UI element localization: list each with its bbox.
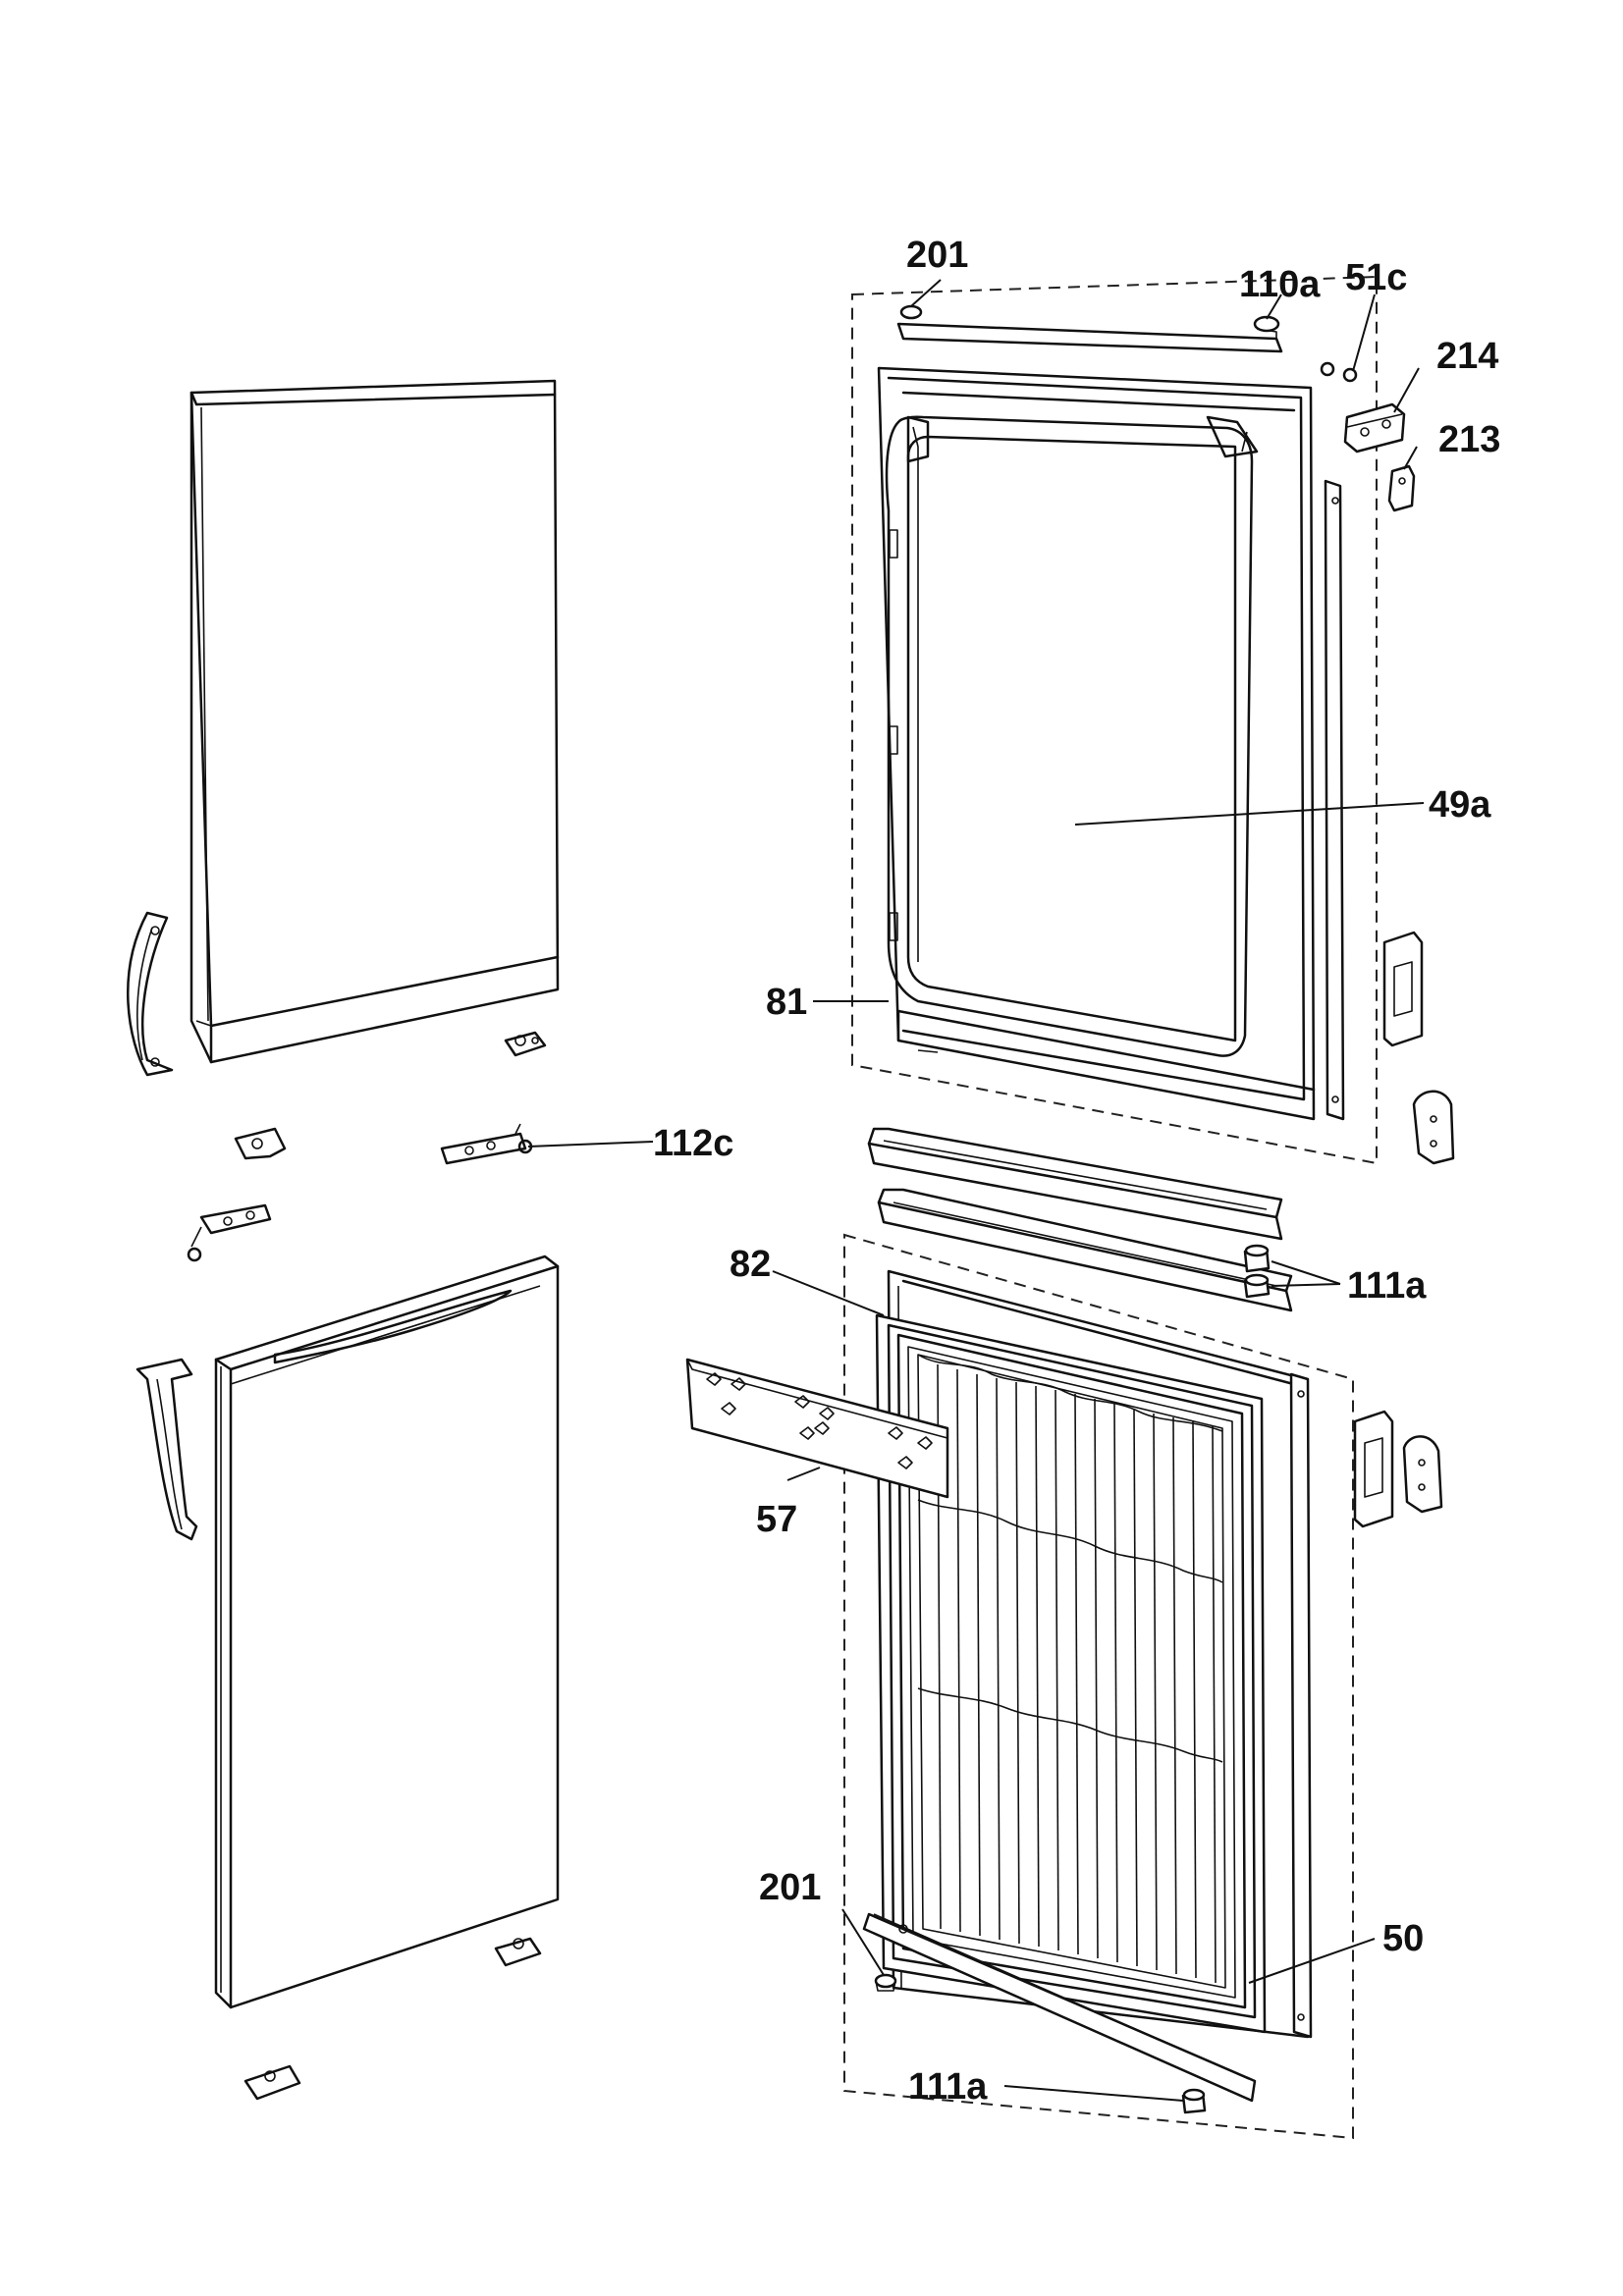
- callout-112c: 112c: [653, 1123, 733, 1164]
- shelf-clips: [706, 1372, 933, 1469]
- screws-51c: [1320, 361, 1358, 383]
- leader-lines: [527, 279, 1425, 2102]
- caps-111a-mid: [1243, 1244, 1271, 1299]
- lower-door-handle: [135, 1358, 198, 1541]
- lower-door-panel: [214, 1255, 560, 2009]
- callout-49a: 49a: [1429, 784, 1491, 826]
- hinge-bracket-214: [1343, 402, 1406, 454]
- lower-assembly-boundary: [843, 1233, 1354, 2140]
- cap-111a-bottom: [1181, 2088, 1207, 2114]
- callout-110a: 110a: [1239, 264, 1321, 305]
- upper-side-strip: [1324, 479, 1345, 1121]
- callout-labels: 201 110a 51c 214 213 49a 81 112c 82 111a…: [653, 235, 1500, 2108]
- callout-82: 82: [730, 1244, 771, 1285]
- top-trim-strip: [896, 304, 1283, 353]
- callout-111a-mid: 111a: [1347, 1265, 1427, 1307]
- lower-right-cover: [1402, 1435, 1443, 1514]
- upper-door-handle: [127, 911, 174, 1077]
- lower-door-hinge-right: [494, 1937, 542, 1967]
- upper-door-hinge-right: [504, 1031, 547, 1057]
- lower-right-latch: [1353, 1410, 1394, 1528]
- upper-right-latch: [1382, 931, 1424, 1047]
- liner-ridges: [937, 1363, 1217, 1984]
- bracket-213: [1387, 464, 1416, 512]
- callout-111a-bottom: 111a: [908, 2066, 988, 2108]
- hinge-112c: [440, 1123, 533, 1165]
- hinge-lower-left: [187, 1203, 272, 1262]
- part-201-bottom: [874, 1973, 897, 1992]
- upper-bottom-rail: [867, 1127, 1283, 1241]
- upper-door-hinge-left: [234, 1127, 287, 1160]
- shelf-plate-57: [685, 1358, 949, 1499]
- callout-201-top: 201: [906, 235, 968, 276]
- lower-door-frame: [875, 1313, 1267, 2034]
- lower-door-hinge-left: [243, 2064, 301, 2101]
- callout-213: 213: [1438, 419, 1500, 460]
- callout-51c: 51c: [1345, 257, 1407, 298]
- callout-57: 57: [756, 1499, 797, 1540]
- callout-201-bottom: 201: [759, 1867, 821, 1908]
- lower-side-strip: [1289, 1372, 1313, 2039]
- lower-bottom-rail: [862, 1912, 1257, 2103]
- callout-50: 50: [1382, 1918, 1424, 1959]
- upper-right-cover: [1412, 1090, 1455, 1165]
- lower-door-liner: [917, 1354, 1226, 1989]
- lower-top-rail: [877, 1188, 1293, 1312]
- upper-door-frame: [877, 366, 1316, 1121]
- upper-door-panel: [189, 379, 560, 1064]
- callout-81: 81: [766, 982, 807, 1023]
- upper-assembly-boundary: [851, 275, 1378, 1165]
- callout-214: 214: [1436, 336, 1498, 377]
